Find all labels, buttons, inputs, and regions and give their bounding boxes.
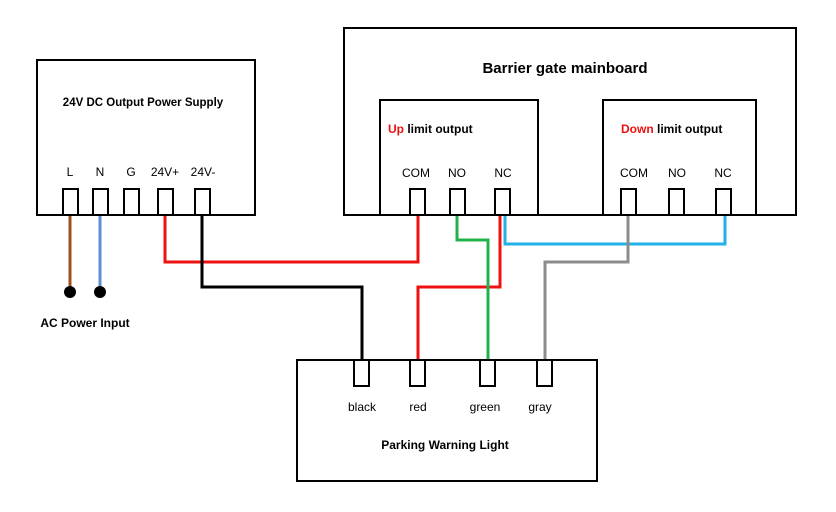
light-terminal-gray [536, 359, 553, 387]
light-terminal-black [353, 359, 370, 387]
up-highlight: Up [388, 122, 404, 136]
down-label-no: NO [668, 166, 686, 180]
red-wire-power-to-com [163, 215, 420, 264]
up-terminal-nc [494, 188, 511, 216]
down-highlight: Down [621, 122, 654, 136]
ac-input-terminal-n [94, 286, 106, 298]
terminal-g [123, 188, 140, 216]
down-terminal-no [668, 188, 685, 216]
terminal-label-g: G [126, 165, 135, 179]
power-supply-title: 24V DC Output Power Supply [63, 97, 224, 109]
terminal-label-l: L [67, 165, 74, 179]
up-label-no: NO [448, 166, 466, 180]
down-limit-output-box: Down limit output COM NO NC [602, 99, 757, 216]
light-label-red: red [409, 400, 426, 414]
terminal-l [62, 188, 79, 216]
warning-light-box: black red green gray Parking Warning Lig… [296, 359, 598, 482]
down-terminal-nc [715, 188, 732, 216]
black-wire-power-to-light [200, 215, 364, 360]
down-title-rest: limit output [654, 122, 723, 136]
green-wire-no-to-light [455, 215, 490, 360]
terminal-24v-plus [157, 188, 174, 216]
red-wire-nc-to-light [416, 215, 502, 360]
mainboard-title: Barrier gate mainboard [482, 60, 647, 77]
down-label-com: COM [620, 166, 648, 180]
terminal-24v-minus [194, 188, 211, 216]
ac-power-input-label: AC Power Input [40, 316, 129, 330]
warning-light-title: Parking Warning Light [381, 438, 509, 452]
terminal-label-n: N [96, 165, 105, 179]
terminal-label-24v-plus: 24V+ [151, 165, 179, 179]
up-label-com: COM [402, 166, 430, 180]
light-label-gray: gray [528, 400, 551, 414]
up-terminal-no [449, 188, 466, 216]
up-label-nc: NC [494, 166, 512, 180]
power-supply-box: 24V DC Output Power Supply L N G 24V+ 24… [36, 59, 256, 216]
up-title-rest: limit output [404, 122, 473, 136]
light-terminal-red [409, 359, 426, 387]
up-limit-output-box: Up limit output COM NO NC [379, 99, 539, 216]
down-label-nc: NC [714, 166, 732, 180]
gray-wire-down-com-to-light [543, 215, 630, 360]
up-limit-output-title: Up limit output [388, 122, 473, 136]
down-terminal-com [620, 188, 637, 216]
up-terminal-com [409, 188, 426, 216]
light-terminal-green [479, 359, 496, 387]
light-label-green: green [470, 400, 501, 414]
mainboard-box: Barrier gate mainboard Up limit output C… [343, 27, 797, 216]
terminal-n [92, 188, 109, 216]
ac-input-terminal-l [64, 286, 76, 298]
blue-wire-up-nc-to-down-nc [503, 215, 727, 246]
terminal-label-24v-minus: 24V- [191, 165, 216, 179]
down-limit-output-title: Down limit output [621, 122, 722, 136]
light-label-black: black [348, 400, 377, 414]
